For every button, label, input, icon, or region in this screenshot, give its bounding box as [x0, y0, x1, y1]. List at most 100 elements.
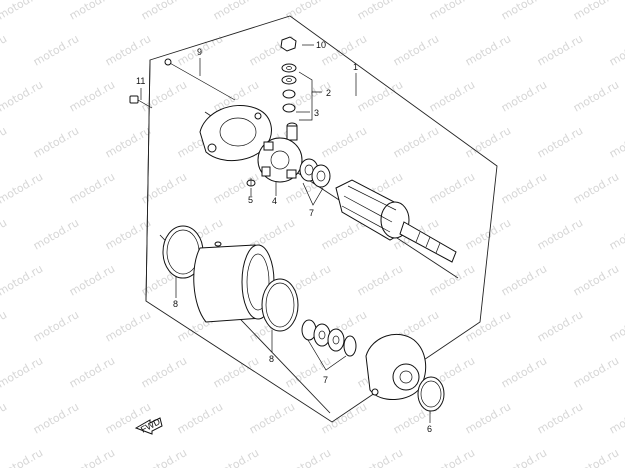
callout-6: 6: [427, 424, 432, 434]
watermark-text: motod.ru: [607, 400, 625, 436]
watermark-text: motod.ru: [319, 32, 369, 68]
watermark-text: motod.ru: [0, 446, 45, 468]
callout-7-upper: 7: [309, 208, 314, 218]
watermark-text: motod.ru: [355, 78, 405, 114]
callout-5: 5: [248, 195, 253, 205]
watermark-text: motod.ru: [571, 354, 621, 390]
watermark-text: motod.ru: [283, 446, 333, 468]
watermark-text: motod.ru: [535, 400, 585, 436]
watermark-text: motod.ru: [0, 78, 45, 114]
watermark-text: motod.ru: [571, 78, 621, 114]
callout-3: 3: [314, 108, 319, 118]
callouts: 1 2 3 4 5 6 7 7 8 8 9 10 11: [136, 40, 432, 434]
watermark-text: motod.ru: [427, 446, 477, 468]
o-ring-right: [261, 278, 299, 332]
watermark-text: motod.ru: [607, 124, 625, 160]
watermark-text: motod.ru: [211, 446, 261, 468]
watermark-text: motod.ru: [463, 32, 513, 68]
watermark-text: motod.ru: [499, 354, 549, 390]
watermark-text: motod.ru: [319, 124, 369, 160]
watermark-text: motod.ru: [607, 308, 625, 344]
armature-washers-upper: [299, 158, 331, 188]
watermark-text: motod.ru: [283, 0, 333, 23]
watermark-text: motod.ru: [0, 354, 45, 390]
front-housing: [365, 333, 427, 401]
watermark-text: motod.ru: [103, 32, 153, 68]
watermark-text: motod.ru: [31, 216, 81, 252]
watermark-text: motod.ru: [139, 78, 189, 114]
watermark-text: motod.ru: [247, 400, 297, 436]
callout-4: 4: [272, 196, 277, 206]
watermark-text: motod.ru: [535, 32, 585, 68]
watermark-text: motod.ru: [607, 32, 625, 68]
armature-washers-lower: [301, 319, 357, 357]
watermark-text: motod.ru: [607, 216, 625, 252]
watermark-text: motod.ru: [67, 446, 117, 468]
watermark-text: motod.ru: [0, 308, 9, 344]
watermark-text: motod.ru: [103, 124, 153, 160]
callout-8-left: 8: [173, 299, 178, 309]
watermark-text: motod.ru: [499, 170, 549, 206]
watermark-text: motod.ru: [499, 446, 549, 468]
through-bolt: [164, 58, 236, 101]
callout-1: 1: [353, 62, 358, 72]
watermark-text: motod.ru: [463, 308, 513, 344]
watermark-text: motod.ru: [463, 124, 513, 160]
small-bolt: [129, 95, 153, 109]
callout-9: 9: [197, 47, 202, 57]
watermark-text: motod.ru: [31, 308, 81, 344]
leader-lines: [140, 44, 431, 423]
watermark-text: motod.ru: [31, 124, 81, 160]
watermark-text: motod.ru: [31, 400, 81, 436]
o-ring-front: [417, 376, 445, 412]
watermark-text: motod.ru: [31, 32, 81, 68]
watermark-text: motod.ru: [283, 354, 333, 390]
callout-8-right: 8: [269, 354, 274, 364]
small-screw: [246, 178, 256, 187]
watermark-text: motod.ru: [571, 262, 621, 298]
callout-10: 10: [316, 40, 326, 50]
watermark-text: motod.ru: [139, 354, 189, 390]
watermark-text: motod.ru: [499, 78, 549, 114]
watermark-text: motod.ru: [463, 400, 513, 436]
watermark-text: motod.ru: [211, 170, 261, 206]
watermark-text: motod.ru: [0, 262, 45, 298]
yoke-housing: [193, 241, 275, 323]
armature: [335, 179, 457, 263]
watermark-text: motod.ru: [427, 170, 477, 206]
watermark-text: motod.ru: [67, 0, 117, 23]
watermark-text: motod.ru: [0, 32, 9, 68]
watermark-text: motod.ru: [0, 216, 9, 252]
watermark-text: motod.ru: [139, 446, 189, 468]
callout-11: 11: [136, 76, 145, 86]
watermark-text: motod.ru: [427, 78, 477, 114]
brush-holder: [257, 137, 303, 183]
watermark-text: motod.ru: [571, 446, 621, 468]
watermark-text: motod.ru: [0, 170, 45, 206]
watermark-text: motod.ru: [427, 0, 477, 23]
watermark-text: motod.ru: [67, 170, 117, 206]
watermark-text: motod.ru: [175, 400, 225, 436]
watermark-text: motod.ru: [211, 0, 261, 23]
watermark-text: motod.ru: [355, 0, 405, 23]
watermark-text: motod.ru: [355, 446, 405, 468]
watermark-text: motod.ru: [427, 262, 477, 298]
watermark-text: motod.ru: [571, 0, 621, 23]
watermark-text: motod.ru: [0, 0, 45, 23]
watermark-text: motod.ru: [0, 124, 9, 160]
watermark-text: motod.ru: [103, 216, 153, 252]
callout-2: 2: [326, 88, 331, 98]
watermark-text: motod.ru: [139, 170, 189, 206]
watermark-text: motod.ru: [355, 262, 405, 298]
watermark-text: motod.ru: [0, 400, 9, 436]
watermark-text: motod.ru: [571, 170, 621, 206]
watermark-text: motod.ru: [391, 32, 441, 68]
watermark-text: motod.ru: [67, 78, 117, 114]
watermark-text: motod.ru: [139, 0, 189, 23]
watermark-text: motod.ru: [103, 308, 153, 344]
nut-and-washers: [280, 36, 298, 141]
watermark-text: motod.ru: [67, 262, 117, 298]
watermark-text: motod.ru: [391, 124, 441, 160]
